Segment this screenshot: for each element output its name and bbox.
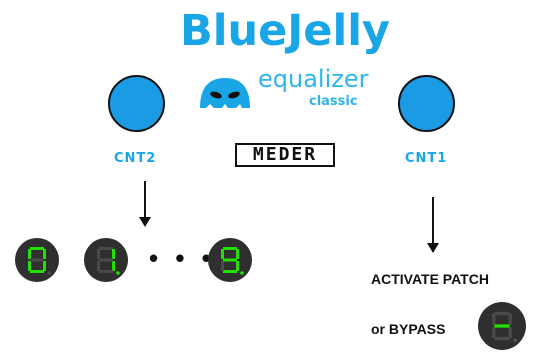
cnt1-knob[interactable] (398, 75, 455, 132)
bypass-caption: or BYPASS (371, 321, 446, 337)
product-name: equalizer (258, 65, 369, 93)
display-digit-second (84, 238, 128, 282)
seven-segment-display-icon (97, 247, 120, 275)
display-bypass (478, 302, 526, 350)
display-digit-first (15, 238, 59, 282)
cnt2-label: CNT2 (114, 151, 157, 166)
cnt1-label: CNT1 (405, 151, 448, 166)
display-digit-last (208, 238, 252, 282)
down-arrow-icon (139, 181, 151, 227)
sequence-ellipsis: • • • (149, 243, 216, 273)
maker-logo: MEDER (235, 143, 335, 167)
seven-segment-display-icon (28, 247, 51, 275)
brand-title: BlueJelly (180, 6, 390, 56)
seven-segment-display-icon (492, 311, 518, 343)
edition-name: classic (309, 94, 358, 109)
cnt2-knob[interactable] (108, 75, 165, 132)
down-arrow-icon (427, 197, 439, 253)
activate-patch-caption: ACTIVATE PATCH (371, 271, 489, 287)
jellyfish-icon (200, 78, 250, 108)
seven-segment-display-icon (221, 247, 244, 275)
